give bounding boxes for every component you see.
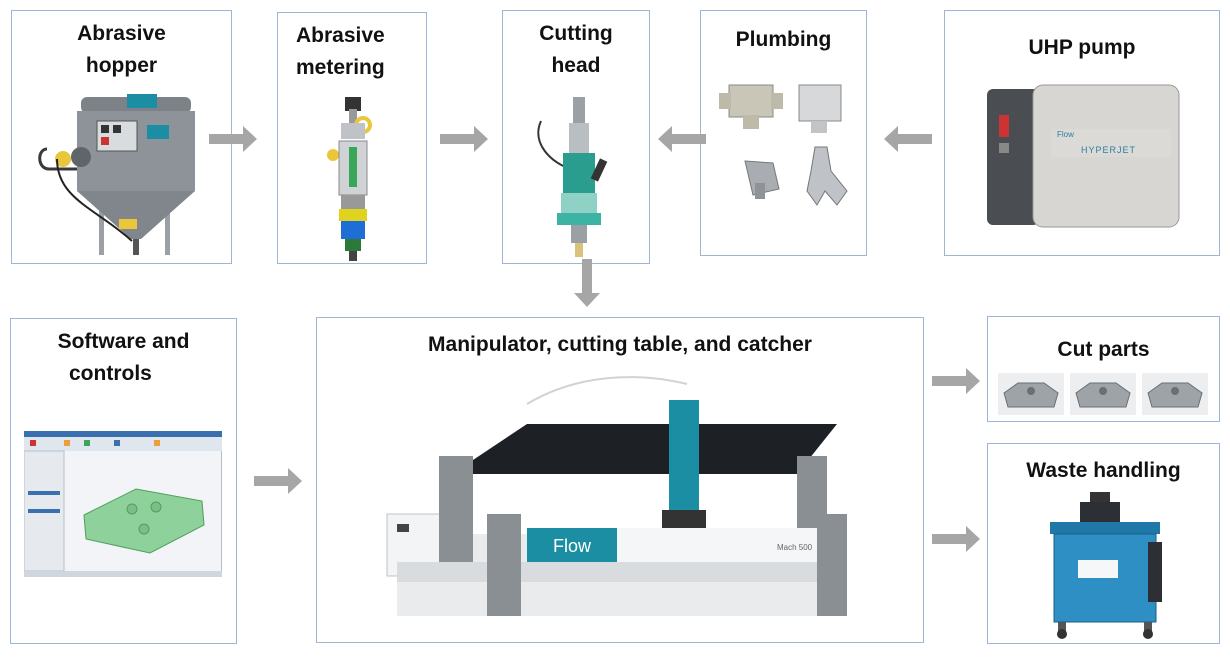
arrow-plumbing-to-cutting-head [658, 126, 706, 152]
uhp-pump-logo-text: Flow [1057, 130, 1074, 139]
uhp-pump-illustration: Flow HYPERJET [987, 84, 1180, 228]
plumbing-box: Plumbing [700, 10, 867, 256]
arrow-cutting-head-to-manipulator [574, 259, 600, 307]
waste-handling-illustration [1050, 492, 1162, 639]
machine-model-text: Mach 500 [777, 543, 813, 552]
arrow-hopper-to-metering [209, 126, 257, 152]
abrasive-hopper-label-line1: Abrasive [77, 22, 166, 45]
abrasive-hopper-box: Abrasive hopper [11, 10, 232, 264]
cutting-head-label-line1: Cutting [539, 22, 613, 45]
arrow-pump-to-plumbing [884, 126, 932, 152]
uhp-pump-box: UHP pump Flow HYPERJET [944, 10, 1220, 256]
waste-handling-box: Waste handling [987, 443, 1220, 644]
software-controls-label-line1: Software and [57, 330, 190, 353]
software-controls-label-line2: controls [69, 362, 152, 385]
arrow-metering-to-cutting-head [440, 126, 488, 152]
uhp-pump-label: UHP pump [1028, 36, 1136, 59]
cut-parts-illustration [998, 373, 1208, 415]
abrasive-metering-label-line1: Abrasive [296, 24, 385, 47]
plumbing-label: Plumbing [735, 28, 832, 51]
abrasive-metering-illustration [327, 97, 372, 261]
software-controls-box: Software and controls [10, 318, 237, 644]
abrasive-hopper-label-line2: hopper [85, 54, 158, 77]
cutting-head-box: Cutting head [502, 10, 650, 264]
software-screenshot-illustration [24, 431, 222, 577]
abrasive-metering-label-line2: metering [296, 56, 385, 79]
manipulator-box: Manipulator, cutting table, and catcher … [316, 317, 924, 643]
cutting-head-illustration [537, 97, 608, 257]
manipulator-label: Manipulator, cutting table, and catcher [428, 333, 812, 356]
waste-handling-label: Waste handling [1026, 459, 1181, 482]
abrasive-hopper-illustration [38, 94, 195, 255]
waterjet-machine-illustration: Flow Mach 500 [386, 376, 847, 616]
arrow-software-to-manipulator [254, 468, 302, 494]
plumbing-fittings-illustration [719, 84, 848, 206]
cutting-head-label-line2: head [551, 54, 601, 77]
arrow-manipulator-to-cut-parts [932, 368, 980, 394]
arrow-manipulator-to-waste [932, 526, 980, 552]
cut-parts-label: Cut parts [1057, 338, 1150, 361]
cut-parts-box: Cut parts [987, 316, 1220, 422]
uhp-pump-brand-text: HYPERJET [1081, 145, 1136, 155]
abrasive-metering-box: Abrasive metering [277, 12, 427, 264]
machine-brand-text: Flow [553, 536, 592, 556]
